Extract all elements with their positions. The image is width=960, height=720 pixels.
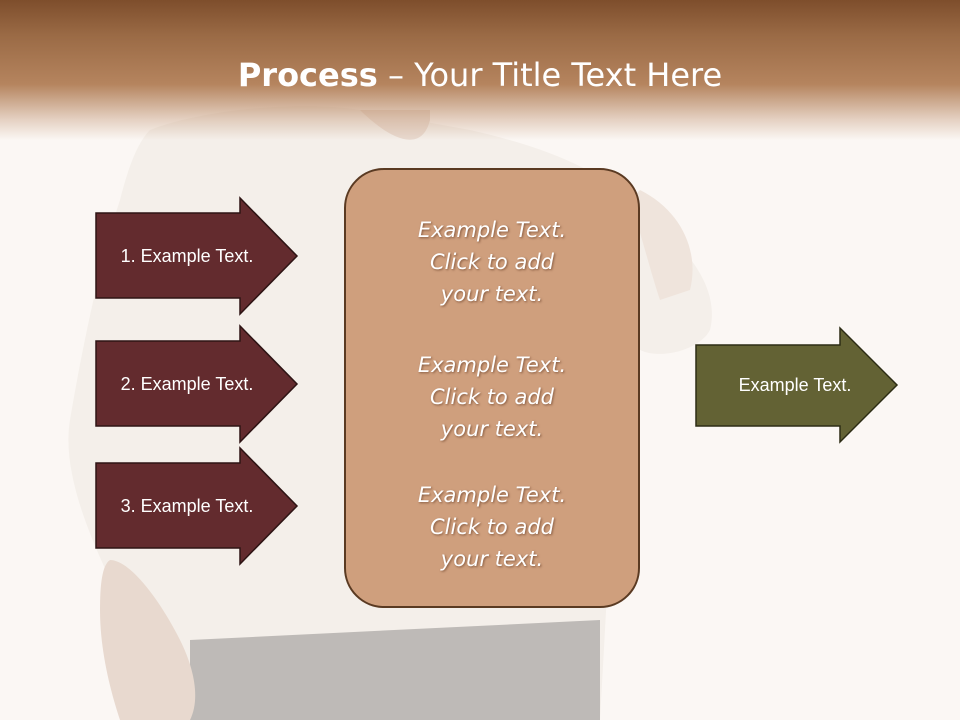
slide-title[interactable]: Process – Your Title Text Here: [0, 52, 960, 98]
title-rest: Your Title Text Here: [414, 56, 723, 94]
center-item-1: Example Text. Click to add your text.: [417, 218, 567, 306]
result-arrow[interactable]: [695, 326, 899, 444]
result-label: Example Text.: [738, 375, 852, 395]
center-item-2: Example Text. Click to add your text.: [417, 353, 567, 441]
step-2-label: 2. Example Text.: [120, 374, 254, 394]
step-2-arrow[interactable]: [95, 324, 299, 444]
center-item-3: Example Text. Click to add your text.: [417, 483, 567, 571]
center-text-box[interactable]: Example Text. Click to add your text. Ex…: [344, 168, 640, 608]
step-1-arrow[interactable]: [95, 196, 299, 316]
title-dash: –: [377, 56, 415, 94]
step-1-label: 1. Example Text.: [120, 246, 254, 266]
title-banner: [0, 0, 960, 140]
step-3-label: 3. Example Text.: [120, 496, 254, 516]
title-bold-word: Process: [237, 56, 378, 94]
step-3-arrow[interactable]: [95, 446, 299, 566]
